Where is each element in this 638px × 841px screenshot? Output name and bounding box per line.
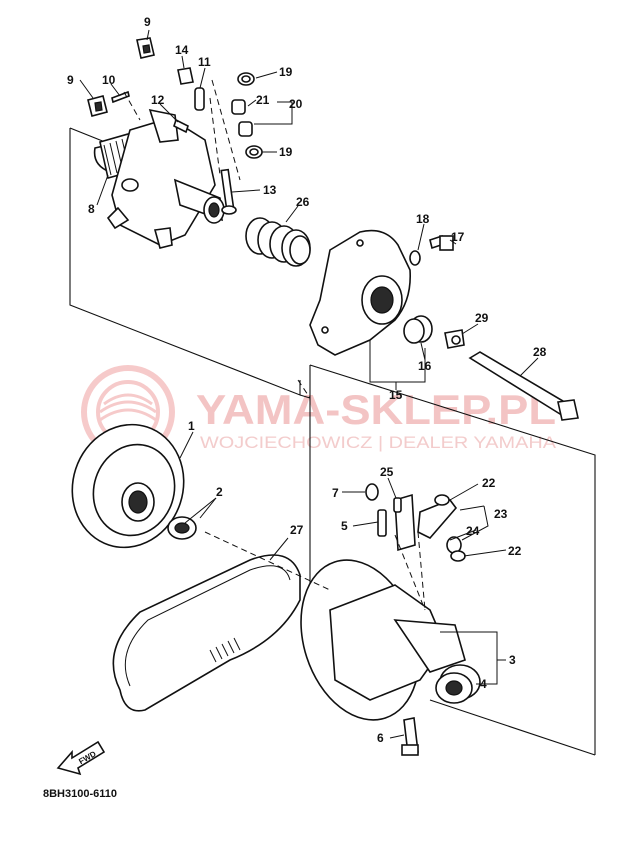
sheave-cover (309, 229, 412, 356)
label-part-9a: 9 (144, 15, 151, 29)
cover-hardware (403, 234, 579, 421)
bushing (167, 516, 197, 540)
label-part-7: 7 (332, 486, 339, 500)
label-part-26: 26 (296, 195, 310, 209)
fixed-sheave-shaft (93, 108, 225, 249)
label-part-6: 6 (377, 731, 384, 745)
compression-spring (245, 217, 311, 267)
secondary-sheave (300, 483, 481, 756)
fwd-arrow-icon (56, 740, 106, 776)
drawing-code: 8BH3100-6110 (43, 788, 117, 800)
drive-belt (112, 554, 301, 712)
alignment-lines (123, 79, 426, 611)
watermark-dealer: WOJCIECHOWICZ | DEALER YAMAHA (200, 433, 557, 452)
label-part-14: 14 (175, 43, 189, 57)
label-part-15: 15 (389, 388, 403, 402)
small-parts-upper (87, 37, 237, 215)
label-part-17: 17 (451, 230, 465, 244)
label-part-21: 21 (256, 93, 270, 107)
movable-sheave (71, 423, 185, 549)
label-part-1: 1 (188, 419, 195, 433)
label-part-19b: 19 (279, 145, 293, 159)
label-part-22b: 22 (508, 544, 522, 558)
weight-rollers (231, 72, 263, 159)
label-part-27: 27 (290, 523, 304, 537)
label-part-18: 18 (416, 212, 430, 226)
label-part-12: 12 (151, 93, 165, 107)
label-part-16: 16 (418, 359, 432, 373)
label-part-5: 5 (341, 519, 348, 533)
lower-assembly-frame (309, 364, 596, 756)
label-part-19a: 19 (279, 65, 293, 79)
label-part-22a: 22 (482, 476, 496, 490)
label-part-4: 4 (480, 677, 487, 691)
label-part-8: 8 (88, 202, 95, 216)
label-part-9b: 9 (67, 73, 74, 87)
forward-direction-marker: FWD (56, 740, 106, 776)
label-part-24: 24 (466, 524, 480, 538)
label-part-11: 11 (198, 55, 211, 69)
label-part-23: 23 (494, 507, 508, 521)
watermark-brand: YAMA-SKLEP.PL (196, 386, 556, 433)
label-part-29: 29 (475, 311, 489, 325)
label-part-10: 10 (102, 73, 116, 87)
label-part-2: 2 (216, 485, 223, 499)
leader-lines (79, 29, 539, 739)
label-part-3: 3 (509, 653, 516, 667)
label-part-28: 28 (533, 345, 547, 359)
part-labels: 9 14 11 19 9 10 12 21 20 19 13 8 26 18 1… (67, 15, 547, 745)
watermark: YAMA-SKLEP.PL WOJCIECHOWICZ | DEALER YAM… (81, 365, 557, 459)
label-part-13: 13 (263, 183, 277, 197)
label-part-25: 25 (380, 465, 394, 479)
label-part-20: 20 (289, 97, 303, 111)
